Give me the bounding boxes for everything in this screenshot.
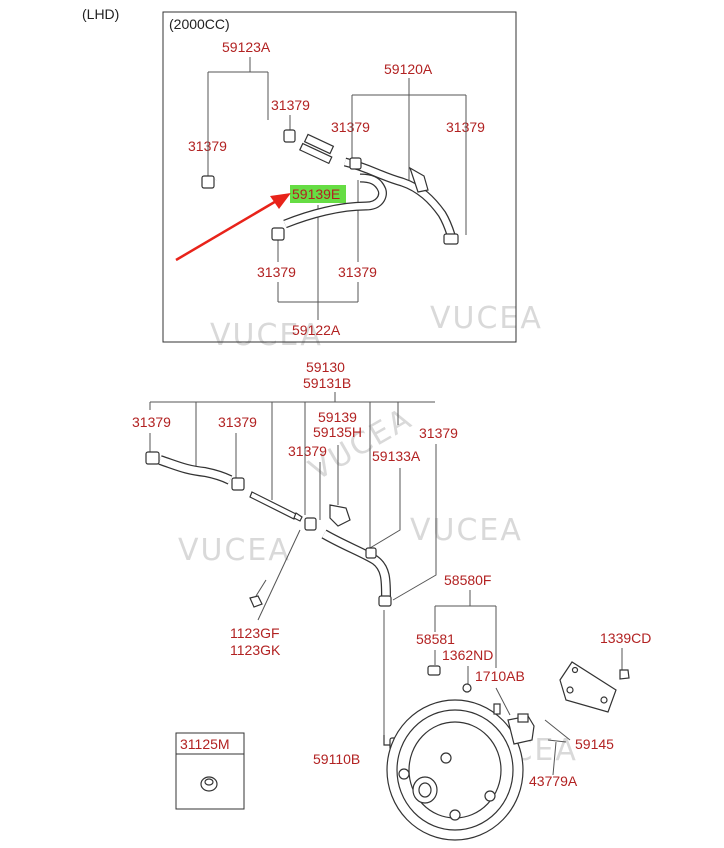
leader-59123A: [207, 57, 269, 178]
watermark: VUCEA: [410, 513, 523, 548]
leader-1123GF: [257, 529, 301, 621]
label-58580F: 58580F: [444, 572, 491, 588]
label-1710AB: 1710AB: [475, 668, 525, 684]
leader-59133A: [369, 468, 401, 549]
fitting-59135H: [304, 504, 351, 531]
label-59145: 59145: [575, 736, 614, 752]
hose-59133A-upper: [145, 451, 245, 491]
label-31379: 31379: [271, 97, 310, 113]
leader-59122A: [277, 205, 359, 320]
label-31379: 31379: [419, 425, 458, 441]
pipe-59139E: [299, 133, 335, 165]
watermark: VUCEA: [430, 301, 543, 336]
watermark: VUCEA: [178, 533, 291, 568]
gasket-59145: [559, 661, 617, 713]
leader-59145: [544, 719, 571, 741]
engine-variant-frame: [162, 11, 517, 343]
variant-label: (LHD): [82, 6, 119, 22]
arrow-head: [270, 193, 291, 209]
engine-label: (2000CC): [169, 16, 230, 32]
label-59139: 59139: [318, 409, 357, 425]
hose-59122A: [271, 157, 387, 241]
check-valve-58580F: [427, 665, 501, 715]
cap-31125M: [200, 776, 218, 792]
label-59130: 59130: [306, 359, 345, 375]
bolt-1123GF: [249, 579, 267, 608]
hose-59133A: [321, 529, 392, 607]
leader-59120A: [351, 78, 467, 235]
clamp-31379: [201, 129, 296, 189]
label-1362ND: 1362ND: [442, 647, 493, 663]
leader-31379: [277, 180, 359, 262]
leader-59130: [149, 392, 435, 548]
highlight-box: [290, 185, 346, 203]
cap-frame: [175, 732, 245, 810]
label-1339CD: 1339CD: [600, 630, 651, 646]
label-31125M: 31125M: [180, 736, 230, 752]
pipe-59139: [249, 491, 303, 522]
label-59120A: 59120A: [384, 61, 433, 77]
watermark: VUCEA: [210, 318, 323, 353]
label-59122A: 59122A: [292, 322, 341, 338]
label-59110B: 59110B: [313, 751, 360, 767]
label-59133A: 59133A: [372, 448, 421, 464]
label-59135H: 59135H: [313, 424, 362, 440]
leader-43779A: [552, 741, 557, 776]
label-43779A: 43779A: [529, 773, 578, 789]
label-31379: 31379: [218, 414, 257, 430]
pointer-arrow: [175, 198, 279, 262]
brake-booster-59110B: [383, 699, 535, 841]
nut-1339CD: [619, 669, 630, 680]
label-31379: 31379: [331, 119, 370, 135]
label-59139E: 59139E: [292, 186, 340, 202]
label-58581: 58581: [416, 631, 455, 647]
label-31379: 31379: [288, 443, 327, 459]
leader-58580F: [434, 590, 497, 668]
label-59123A: 59123A: [222, 39, 271, 55]
label-1123GK: 1123GK: [230, 642, 281, 658]
label-31379: 31379: [257, 264, 296, 280]
label-31379: 31379: [132, 414, 171, 430]
hose-59120A: [343, 157, 459, 245]
leader-31379: [392, 444, 437, 601]
label-59131B: 59131B: [303, 375, 351, 391]
label-1123GF: 1123GF: [230, 625, 280, 641]
pin-43779A: [547, 739, 567, 743]
label-31379: 31379: [338, 264, 377, 280]
hose-59123A: [214, 120, 289, 183]
leader-58581: [434, 650, 511, 716]
